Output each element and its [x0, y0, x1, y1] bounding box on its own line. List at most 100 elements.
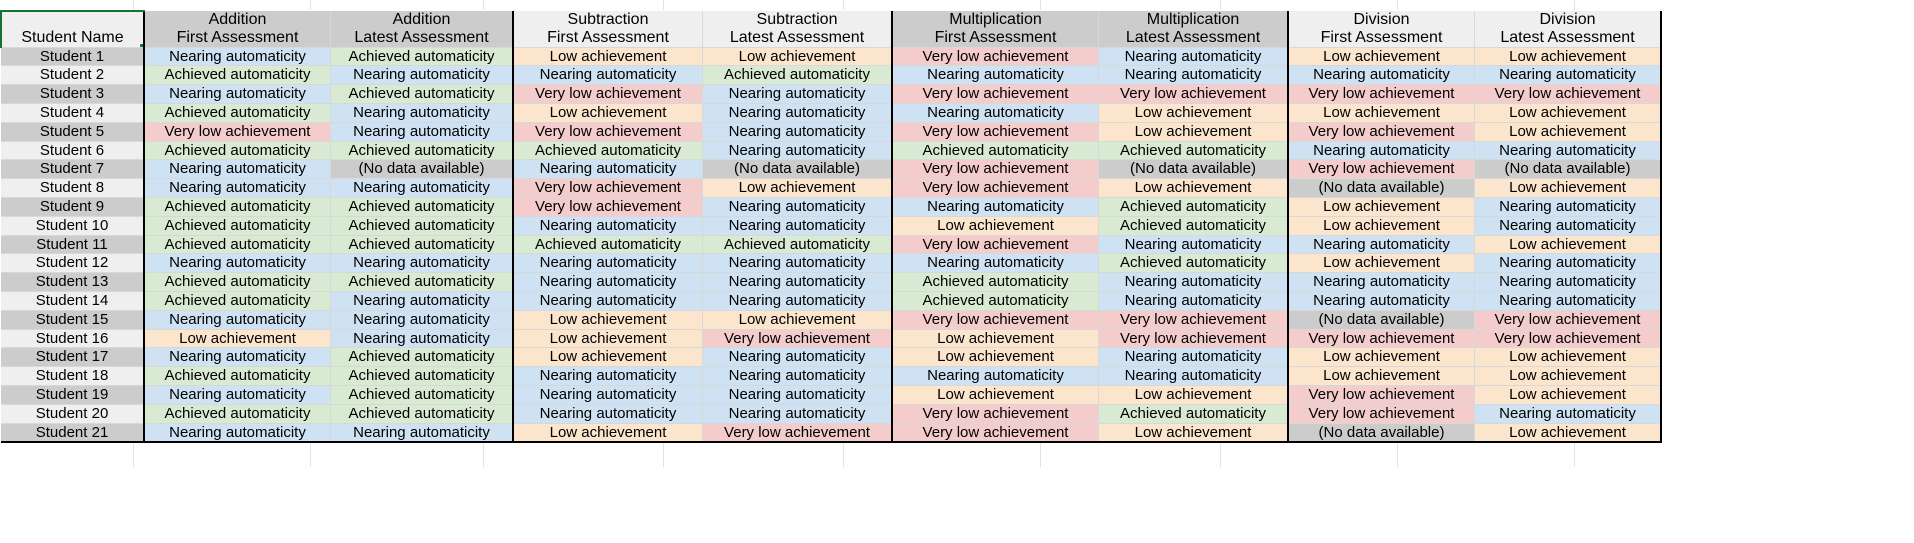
cell-mul_first-nearing[interactable]: Nearing automaticity: [891, 253, 1099, 274]
cell-mul_first-nearing[interactable]: Nearing automaticity: [891, 103, 1099, 123]
cell-sub_first-nearing[interactable]: Nearing automaticity: [512, 366, 703, 386]
cell-add_last-nearing[interactable]: Nearing automaticity: [330, 103, 514, 123]
cell-add_last-nearing[interactable]: Nearing automaticity: [330, 122, 514, 142]
cell-div_last-nearing[interactable]: Nearing automaticity: [1474, 65, 1662, 86]
cell-mul_first-nearing[interactable]: Nearing automaticity: [891, 197, 1099, 217]
cell-add_last-achieved[interactable]: Achieved automaticity: [330, 84, 514, 104]
cell-add_last-achieved[interactable]: Achieved automaticity: [330, 47, 514, 67]
student-name-cell[interactable]: Student 16: [1, 329, 145, 349]
cell-sub_last-nearing[interactable]: Nearing automaticity: [702, 404, 893, 424]
student-name-cell[interactable]: Student 19: [1, 385, 145, 405]
cell-sub_last-low-achievement[interactable]: Low achievement: [702, 178, 893, 198]
cell-mul_first-nearing[interactable]: Nearing automaticity: [891, 65, 1099, 86]
cell-add_last-nearing[interactable]: Nearing automaticity: [330, 253, 514, 274]
cell-div_first-very-low-achievement[interactable]: Very low achievement: [1287, 404, 1475, 424]
cell-mul_first-very-low-achievement[interactable]: Very low achievement: [891, 310, 1099, 330]
cell-mul_last-achieved[interactable]: Achieved automaticity: [1098, 216, 1289, 236]
cell-add_first-low-achievement[interactable]: Low achievement: [143, 329, 331, 349]
cell-mul_first-very-low-achievement[interactable]: Very low achievement: [891, 404, 1099, 424]
cell-add_last-achieved[interactable]: Achieved automaticity: [330, 141, 514, 161]
cell-mul_first-very-low-achievement[interactable]: Very low achievement: [891, 84, 1099, 104]
cell-sub_first-nearing[interactable]: Nearing automaticity: [512, 291, 703, 311]
cell-sub_first-very-low-achievement[interactable]: Very low achievement: [512, 178, 703, 198]
cell-mul_first-achieved[interactable]: Achieved automaticity: [891, 291, 1099, 311]
cell-sub_first-low-achievement[interactable]: Low achievement: [512, 310, 703, 330]
cell-mul_first-low-achievement[interactable]: Low achievement: [891, 347, 1099, 368]
cell-sub_first-nearing[interactable]: Nearing automaticity: [512, 253, 703, 274]
cell-sub_last-very-low-achievement[interactable]: Very low achievement: [702, 329, 893, 349]
cell-add_last-achieved[interactable]: Achieved automaticity: [330, 366, 514, 386]
cell-mul_first-very-low-achievement[interactable]: Very low achievement: [891, 47, 1099, 67]
student-name-cell[interactable]: Student 11: [1, 235, 145, 255]
cell-add_first-nearing[interactable]: Nearing automaticity: [143, 178, 331, 198]
cell-mul_last-low-achievement[interactable]: Low achievement: [1098, 423, 1289, 444]
cell-div_first-low-achievement[interactable]: Low achievement: [1287, 253, 1475, 274]
cell-sub_first-low-achievement[interactable]: Low achievement: [512, 423, 703, 444]
cell-div_first-no-data[interactable]: (No data available): [1287, 310, 1475, 330]
student-name-cell[interactable]: Student 6: [1, 141, 145, 161]
column-header-student-name[interactable]: Student Name: [0, 9, 145, 48]
cell-mul_last-nearing[interactable]: Nearing automaticity: [1098, 65, 1289, 86]
cell-add_last-achieved[interactable]: Achieved automaticity: [330, 197, 514, 217]
cell-add_first-achieved[interactable]: Achieved automaticity: [143, 366, 331, 386]
cell-mul_last-very-low-achievement[interactable]: Very low achievement: [1098, 84, 1289, 104]
cell-add_first-nearing[interactable]: Nearing automaticity: [143, 159, 331, 180]
cell-sub_last-nearing[interactable]: Nearing automaticity: [702, 347, 893, 368]
cell-mul_last-low-achievement[interactable]: Low achievement: [1098, 103, 1289, 123]
cell-sub_first-very-low-achievement[interactable]: Very low achievement: [512, 197, 703, 217]
cell-div_first-nearing[interactable]: Nearing automaticity: [1287, 141, 1475, 161]
cell-div_first-low-achievement[interactable]: Low achievement: [1287, 216, 1475, 236]
cell-div_first-low-achievement[interactable]: Low achievement: [1287, 347, 1475, 368]
cell-div_first-nearing[interactable]: Nearing automaticity: [1287, 235, 1475, 255]
cell-mul_first-very-low-achievement[interactable]: Very low achievement: [891, 423, 1099, 444]
cell-add_first-nearing[interactable]: Nearing automaticity: [143, 253, 331, 274]
student-name-cell[interactable]: Student 4: [1, 103, 145, 123]
cell-mul_last-achieved[interactable]: Achieved automaticity: [1098, 197, 1289, 217]
cell-mul_first-achieved[interactable]: Achieved automaticity: [891, 141, 1099, 161]
cell-div_last-low-achievement[interactable]: Low achievement: [1474, 122, 1662, 142]
cell-mul_last-achieved[interactable]: Achieved automaticity: [1098, 141, 1289, 161]
cell-add_first-nearing[interactable]: Nearing automaticity: [143, 310, 331, 330]
cell-div_last-low-achievement[interactable]: Low achievement: [1474, 235, 1662, 255]
cell-sub_first-nearing[interactable]: Nearing automaticity: [512, 216, 703, 236]
cell-sub_first-nearing[interactable]: Nearing automaticity: [512, 272, 703, 292]
cell-add_last-nearing[interactable]: Nearing automaticity: [330, 65, 514, 86]
cell-mul_first-low-achievement[interactable]: Low achievement: [891, 216, 1099, 236]
cell-mul_first-low-achievement[interactable]: Low achievement: [891, 329, 1099, 349]
cell-add_first-achieved[interactable]: Achieved automaticity: [143, 291, 331, 311]
cell-mul_last-achieved[interactable]: Achieved automaticity: [1098, 253, 1289, 274]
cell-div_last-low-achievement[interactable]: Low achievement: [1474, 103, 1662, 123]
cell-add_last-nearing[interactable]: Nearing automaticity: [330, 291, 514, 311]
student-name-cell[interactable]: Student 21: [1, 423, 145, 444]
cell-sub_last-nearing[interactable]: Nearing automaticity: [702, 141, 893, 161]
cell-sub_first-very-low-achievement[interactable]: Very low achievement: [512, 84, 703, 104]
cell-mul_last-low-achievement[interactable]: Low achievement: [1098, 178, 1289, 198]
student-name-cell[interactable]: Student 10: [1, 216, 145, 236]
cell-mul_last-low-achievement[interactable]: Low achievement: [1098, 122, 1289, 142]
cell-sub_last-nearing[interactable]: Nearing automaticity: [702, 253, 893, 274]
cell-div_first-very-low-achievement[interactable]: Very low achievement: [1287, 159, 1475, 180]
student-name-cell[interactable]: Student 7: [1, 159, 145, 180]
student-name-cell[interactable]: Student 3: [1, 84, 145, 104]
cell-sub_last-nearing[interactable]: Nearing automaticity: [702, 84, 893, 104]
cell-mul_first-low-achievement[interactable]: Low achievement: [891, 385, 1099, 405]
cell-sub_last-nearing[interactable]: Nearing automaticity: [702, 272, 893, 292]
cell-sub_last-no-data[interactable]: (No data available): [702, 159, 893, 180]
cell-div_last-low-achievement[interactable]: Low achievement: [1474, 366, 1662, 386]
student-name-cell[interactable]: Student 15: [1, 310, 145, 330]
cell-div_last-nearing[interactable]: Nearing automaticity: [1474, 197, 1662, 217]
cell-div_first-very-low-achievement[interactable]: Very low achievement: [1287, 122, 1475, 142]
cell-sub_first-nearing[interactable]: Nearing automaticity: [512, 404, 703, 424]
cell-div_last-low-achievement[interactable]: Low achievement: [1474, 47, 1662, 67]
cell-mul_last-very-low-achievement[interactable]: Very low achievement: [1098, 310, 1289, 330]
cell-mul_last-low-achievement[interactable]: Low achievement: [1098, 385, 1289, 405]
cell-add_first-nearing[interactable]: Nearing automaticity: [143, 47, 331, 67]
cell-div_last-nearing[interactable]: Nearing automaticity: [1474, 404, 1662, 424]
cell-add_first-nearing[interactable]: Nearing automaticity: [143, 347, 331, 368]
cell-sub_last-nearing[interactable]: Nearing automaticity: [702, 122, 893, 142]
cell-add_first-achieved[interactable]: Achieved automaticity: [143, 404, 331, 424]
